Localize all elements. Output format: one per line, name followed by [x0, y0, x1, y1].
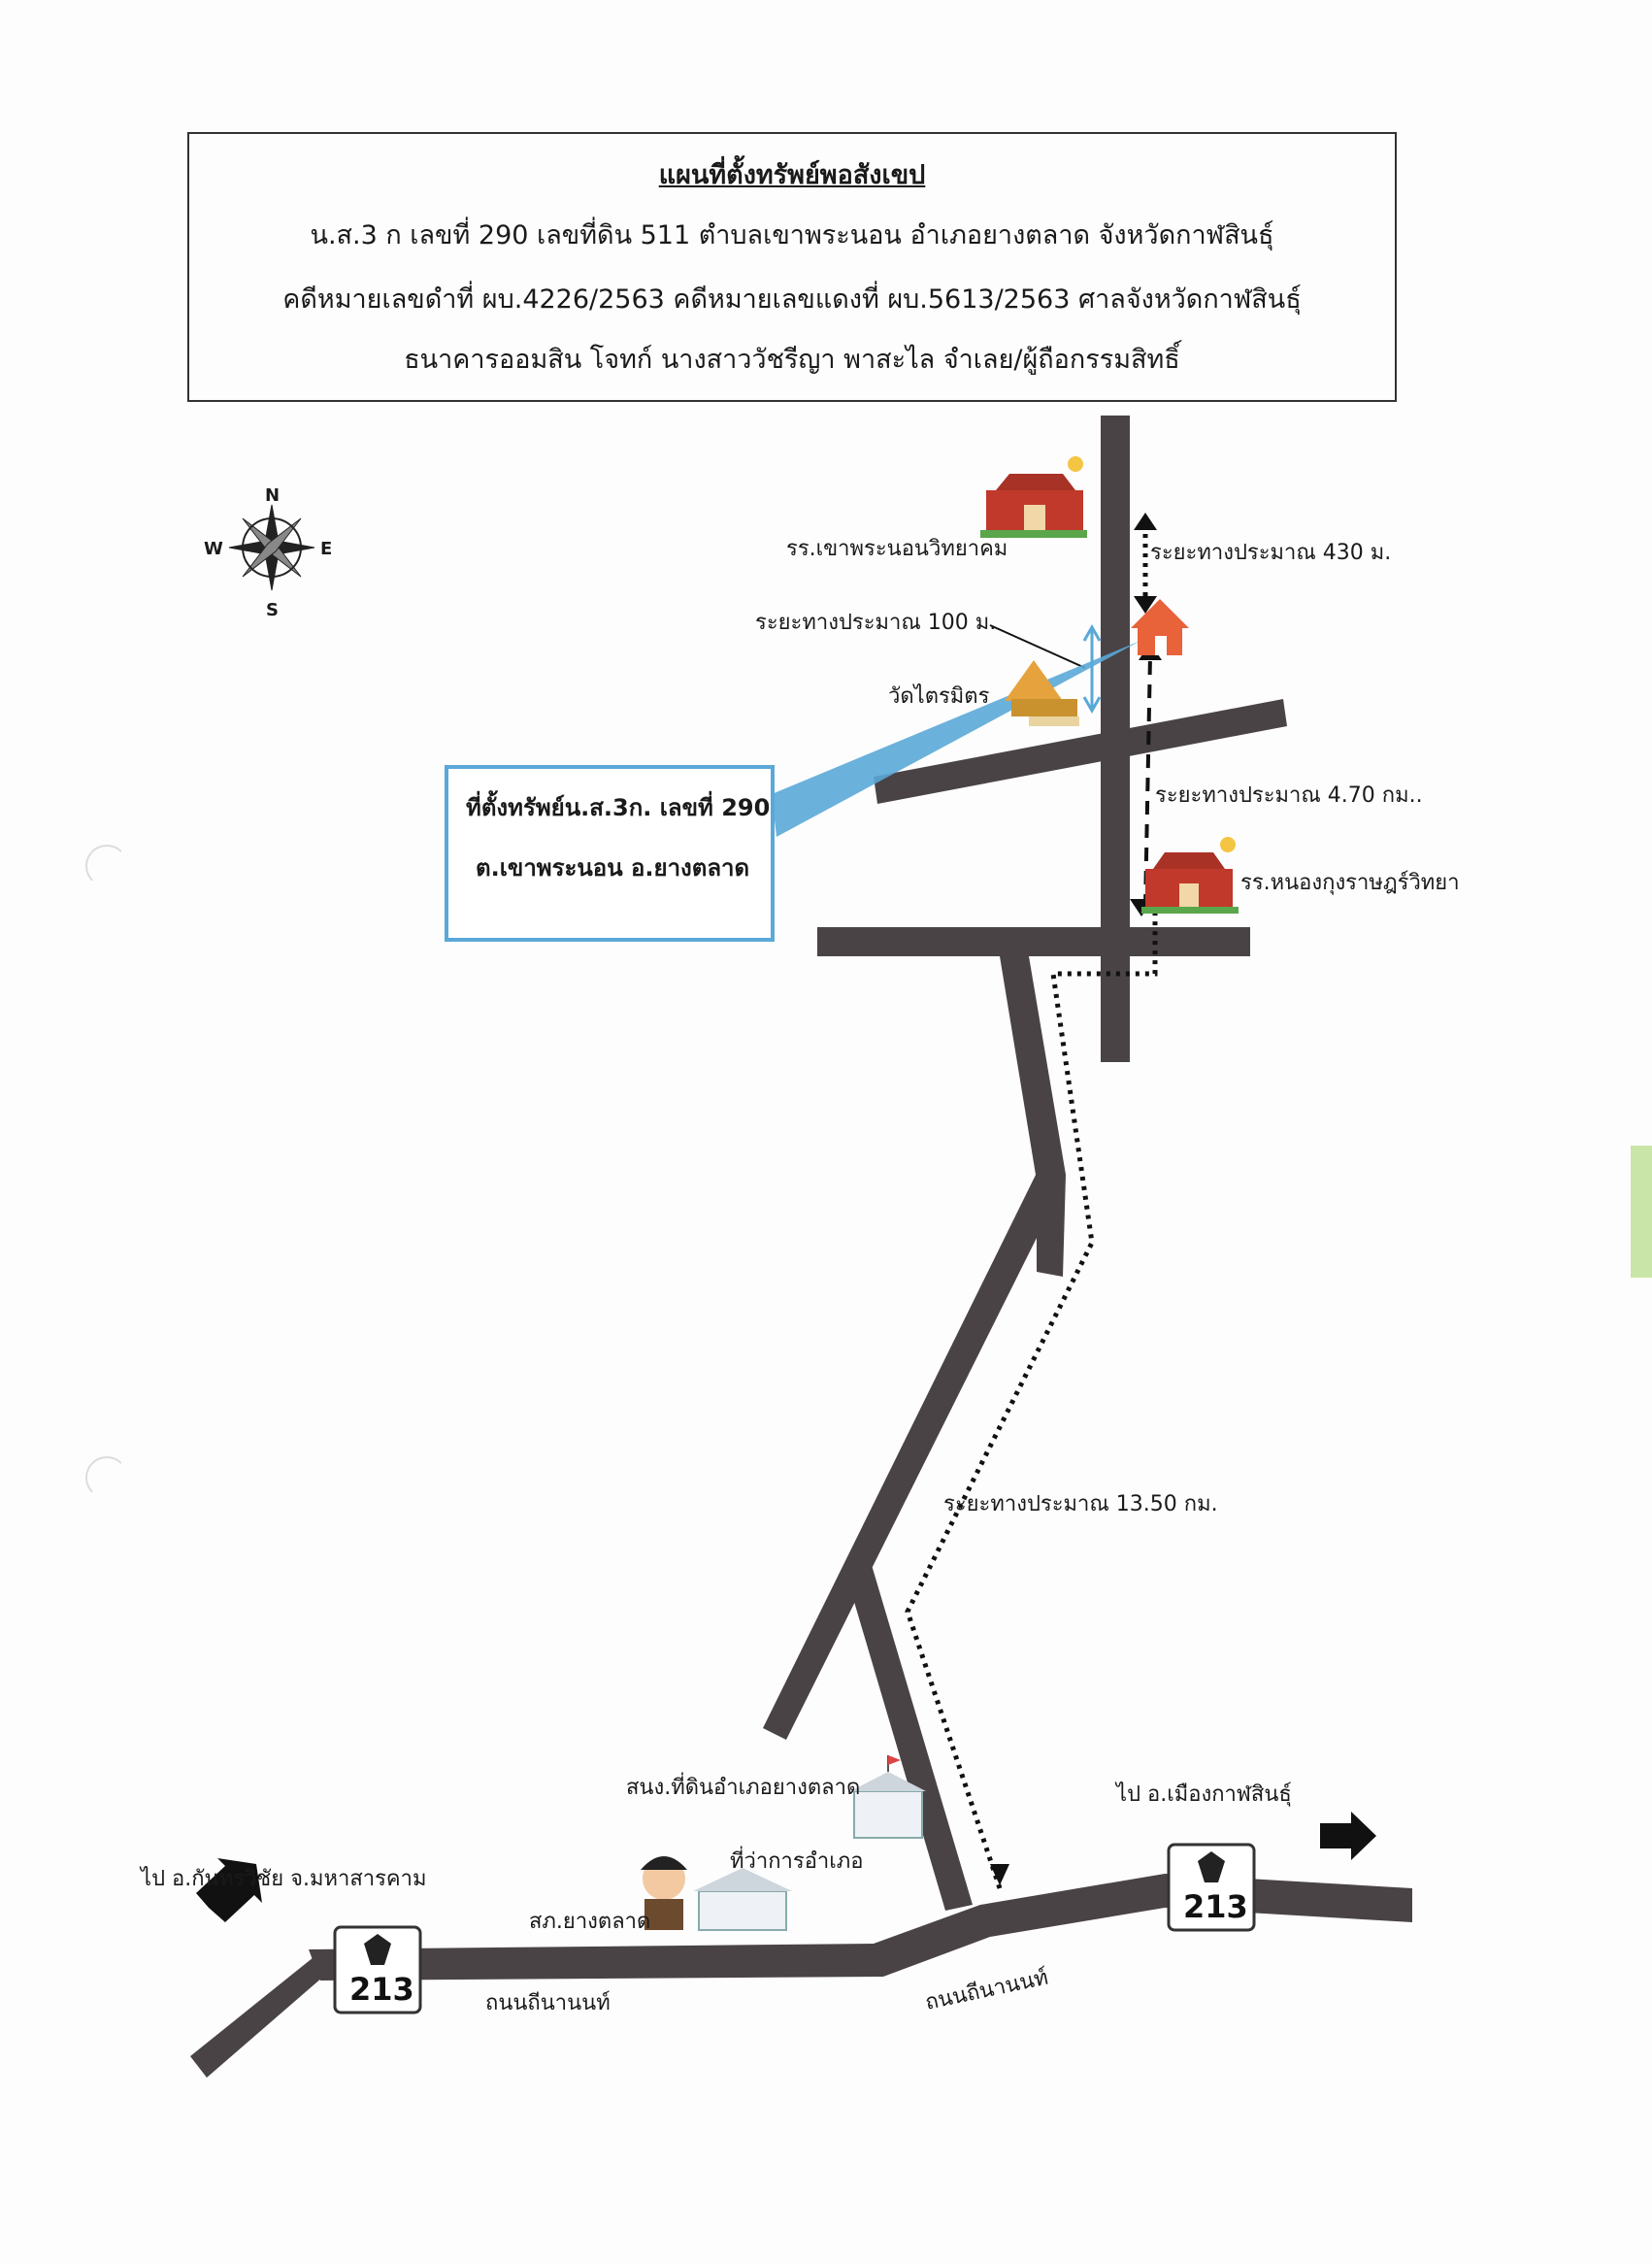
label-to-east: ไป อ.เมืองกาฬสินธุ์	[1114, 1781, 1292, 1807]
road-diag-3	[763, 1165, 1066, 1740]
map-title: แผนที่ตั้งทรัพย์พอสังเขป	[658, 160, 926, 190]
compass-n: N	[265, 485, 280, 506]
arrow-west-icon	[196, 1858, 262, 1922]
route-path	[905, 524, 1158, 1889]
label-land-office: สนง.ที่ดินอำเภอยางตลาด	[626, 1772, 860, 1800]
road-west-end	[190, 1953, 330, 2078]
police-icon	[641, 1856, 687, 1930]
title-box: แผนที่ตั้งทรัพย์พอสังเขป น.ส.3 ก เลขที่ …	[187, 132, 1397, 402]
route-213-shield-west	[333, 1925, 422, 2014]
compass-s: S	[266, 600, 279, 620]
route-dashed	[1143, 654, 1152, 909]
parties-info: ธนาคารออมสิน โจทก์ นางสาววัชรีญา พาสะไล …	[404, 345, 1180, 375]
deed-info: น.ส.3 ก เลขที่ 290 เลขที่ดิน 511 ตำบลเขา…	[310, 220, 1274, 250]
index-tab	[1631, 1146, 1652, 1278]
callout-line1: ที่ตั้งทรัพย์น.ส.3ก. เลขที่ 290	[466, 789, 770, 821]
district-office-icon	[693, 1868, 792, 1931]
punch-hole	[85, 845, 128, 887]
label-to-west: ไป อ.กันทรวิชัย จ.มหาสารคาม	[139, 1866, 427, 1891]
shield-number: 213	[349, 1971, 414, 2008]
label-distance-1350: ระยะทางประมาณ 13.50 กม.	[943, 1492, 1218, 1516]
land-office-icon	[850, 1755, 926, 1839]
label-distance-430: ระยะทางประมาณ 430 ม.	[1150, 541, 1391, 565]
label-distance-470: ระยะทางประมาณ 4.70 กม..	[1155, 783, 1423, 808]
road-lower-cross	[817, 927, 1250, 956]
label-district-office: ที่ว่าการอำเภอ	[730, 1846, 864, 1874]
label-police: สภ.ยางตลาด	[529, 1910, 650, 1934]
route-213-shield-east	[1167, 1843, 1256, 1932]
punch-hole	[85, 1456, 128, 1499]
compass-rose-icon	[228, 504, 315, 591]
label-road-left: ถนนถีนานนท์	[485, 1991, 611, 2015]
leader-line	[989, 624, 1086, 669]
compass-w: W	[204, 539, 223, 559]
label-school-south: รร.หนองกุงราษฎร์วิทยา	[1240, 871, 1460, 895]
road-diag-4	[844, 1565, 973, 1911]
label-road-right: ถนนถีนานนท์	[923, 1966, 1050, 2015]
label-temple: วัดไตรมิตร	[888, 683, 990, 709]
road-network	[190, 416, 1412, 2078]
shield-number: 213	[1183, 1888, 1248, 1925]
compass-e: E	[320, 539, 332, 559]
temple-icon	[1005, 660, 1079, 726]
school-south-icon	[1141, 837, 1239, 914]
case-info: คดีหมายเลขดำที่ ผบ.4226/2563 คดีหมายเลขแ…	[282, 284, 1302, 315]
callout-line2: ต.เขาพระนอน อ.ยางตลาด	[476, 854, 749, 882]
distance-100m-marker	[1082, 623, 1102, 715]
arrow-east-icon	[1320, 1812, 1376, 1860]
label-school-north: รร.เขาพระนอนวิทยาคม	[786, 537, 1008, 561]
label-distance-100: ระยะทางประมาณ 100 ม.	[755, 611, 996, 635]
house-icon	[1131, 599, 1189, 655]
road-upper-cross	[874, 699, 1287, 804]
school-north-icon	[980, 456, 1087, 538]
road-diag-1	[1000, 956, 1066, 1181]
road-thinanon	[309, 1874, 1412, 1981]
